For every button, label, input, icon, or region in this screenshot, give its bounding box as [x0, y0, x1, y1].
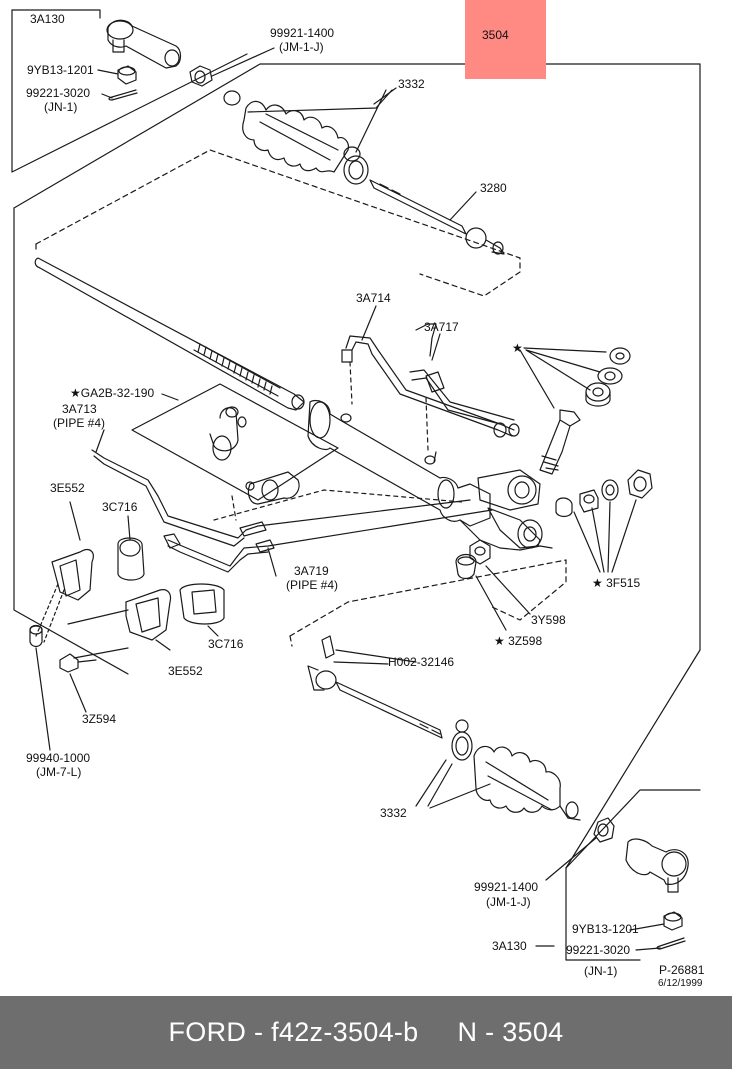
upper-boot: [223, 90, 369, 185]
diagram-drawing: [11, 9, 701, 961]
callout-99921-bottom: 99921-1400: [474, 880, 539, 894]
lower-boot: [415, 719, 581, 821]
callout-99940: 99940-1000: [26, 751, 91, 765]
gear-housing: [307, 399, 553, 551]
pinion-assembly: [539, 347, 631, 475]
inset-top-left: [11, 9, 275, 173]
bolts-left: [29, 624, 97, 751]
callout-jn1-bottom: (JN-1): [584, 964, 618, 978]
rack-bar: [34, 257, 305, 411]
callout-3a713: 3A713: [62, 402, 97, 416]
callout-3e552-top: 3E552: [50, 481, 85, 495]
callout-3a719: 3A719: [294, 564, 329, 578]
callout-3504: 3504: [482, 28, 509, 42]
callout-3y598: 3Y598: [531, 613, 566, 627]
callout-3f515: ★ 3F515: [592, 576, 641, 590]
callout-jm7l: (JM-7-L): [36, 765, 82, 779]
pipe-lines-lower: [91, 449, 493, 573]
callout-9yb13-bottom: 9YB13-1201: [572, 922, 639, 936]
callout-3a717: 3A717: [424, 320, 459, 334]
bushing-3e552-top: [35, 501, 94, 643]
callout-jn1-top: (JN-1): [44, 100, 78, 114]
callout-3c716-bottom: 3C716: [208, 637, 244, 651]
callout-jm1j-bottom: (JM-1-J): [486, 895, 531, 909]
callout-9yb13-top: 9YB13-1201: [27, 63, 94, 77]
callout-3e552-bottom: 3E552: [168, 664, 203, 678]
footer-bar: FORD - f42z-3504-b N - 3504: [0, 996, 732, 1069]
callout-3a714: 3A714: [356, 291, 391, 305]
callout-p26881: P-26881: [659, 963, 705, 977]
callout-h002: H002-32146: [388, 655, 455, 669]
main-frame-outline: [13, 42, 701, 869]
callout-99221-bottom: 99221-3020: [566, 943, 631, 957]
clamp-assembly: [131, 383, 463, 521]
inset-bottom-right: [535, 789, 701, 961]
footer-text: FORD - f42z-3504-b N - 3504: [168, 1017, 564, 1047]
fittings-3f515: [555, 469, 653, 573]
callout-jm1j-top: (JM-1-J): [279, 40, 324, 54]
callout-3z598: ★ 3Z598: [494, 634, 543, 648]
callout-ga2b: ★GA2B-32-190: [70, 386, 155, 400]
callout-99921-top: 99921-1400: [270, 26, 335, 40]
inner-tie-rod-lower: [307, 635, 443, 739]
callout-pipe4-b: (PIPE #4): [286, 578, 339, 592]
callout-pipe4-a: (PIPE #4): [53, 416, 106, 430]
callout-3332-bottom: 3332: [380, 806, 407, 820]
parts-diagram: 3A130 9YB13-1201 99221-3020 (JN-1) 99921…: [11, 0, 705, 989]
callout-star-top: ★: [512, 341, 523, 355]
callout-3280: 3280: [480, 181, 507, 195]
callout-3a130-top: 3A130: [30, 12, 65, 26]
nut-3y598: [455, 539, 531, 631]
bushing-3c716: [117, 515, 225, 637]
hydraulic-lines: [341, 323, 520, 463]
callout-3z594: 3Z594: [82, 712, 117, 726]
callout-3c716-top: 3C716: [102, 500, 138, 514]
highlight-box: [465, 0, 546, 79]
callout-3332-top: 3332: [398, 77, 425, 91]
callout-99221-top: 99221-3020: [26, 86, 91, 100]
callout-date: 6/12/1999: [658, 978, 703, 989]
inner-tie-rod-upper: [369, 179, 505, 255]
callout-3a130-bottom: 3A130: [492, 939, 527, 953]
leader-lines: [95, 87, 607, 663]
bushing-3e552-bottom: [67, 589, 172, 659]
